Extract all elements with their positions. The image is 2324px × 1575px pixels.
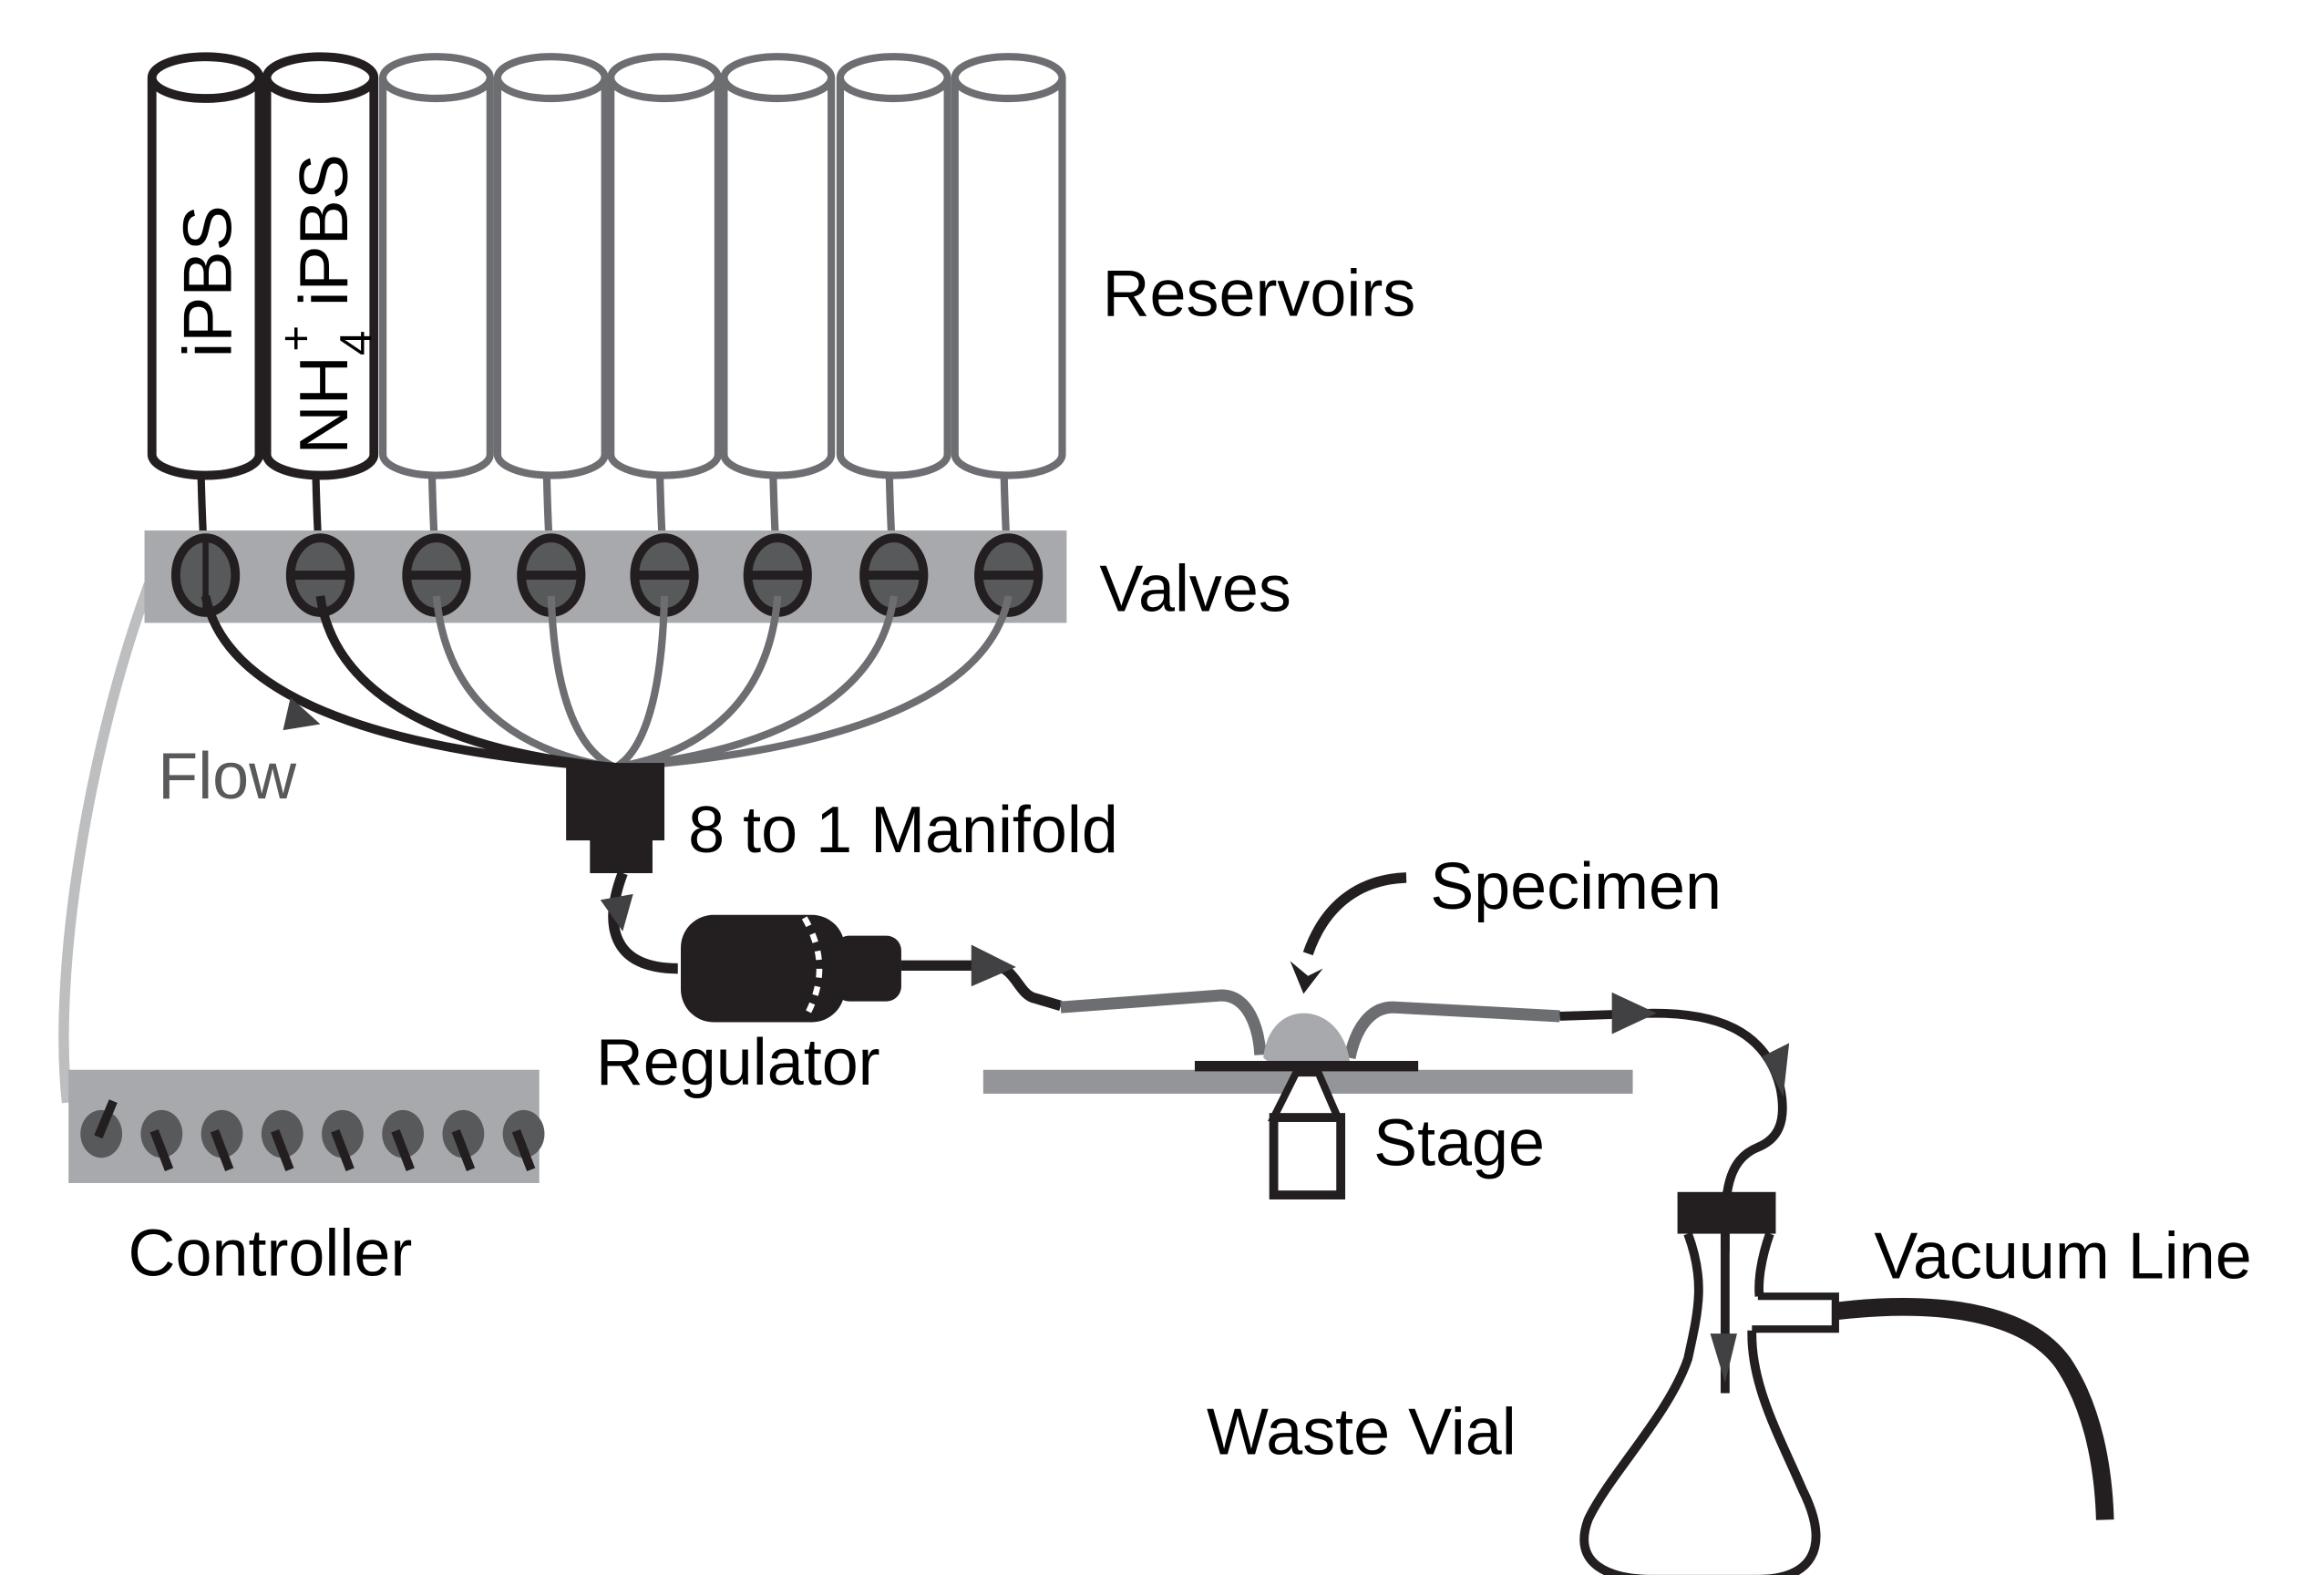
outflow-tube-black: [1559, 1008, 1787, 1252]
valves-group: [170, 533, 1044, 617]
reservoir-4: [493, 53, 609, 574]
manifold-to-regulator-tube: [608, 870, 678, 974]
label-vacuum-line: Vacuum Line: [1874, 1220, 2251, 1293]
toggle-lever-icon: [149, 1129, 174, 1172]
coverslip: [1194, 1060, 1419, 1072]
reservoir-5: [607, 53, 722, 574]
flow-arrow-icon: [1611, 992, 1657, 1035]
toggle-lever-icon: [94, 1099, 118, 1139]
specimen-pointer-arrow-icon: [1302, 872, 1407, 956]
valve-line-5: [612, 595, 669, 771]
flow-arrow-icon: [1762, 1043, 1790, 1097]
reservoir-3: [379, 53, 494, 574]
flow-arrow-icon: [283, 697, 321, 731]
label-valves: Valves: [1099, 552, 1291, 625]
label-specimen: Specimen: [1430, 850, 1722, 923]
controller-wire: [58, 582, 154, 1104]
toggle-lever-icon: [271, 1129, 294, 1172]
controller-switch-3[interactable]: [201, 1109, 243, 1172]
label-flow: Flow: [158, 740, 297, 813]
manifold: [566, 763, 665, 873]
waste-vial: [1579, 1191, 1839, 1575]
vacuum-line: [1834, 1298, 2114, 1520]
label-manifold: 8 to 1 Manifold: [688, 794, 1118, 867]
reservoir-6: [720, 53, 836, 574]
valve-line-4: [547, 595, 617, 771]
flow-arrow-icon: [600, 893, 633, 932]
reservoir-7: [836, 53, 951, 574]
reservoir-1-label: iPBS: [169, 205, 245, 357]
controller-switch-5[interactable]: [322, 1109, 364, 1172]
reservoirs-group: iPBS NH4+ iPBS: [147, 52, 1066, 574]
valve-panel: [144, 530, 1067, 623]
regulator: [681, 914, 901, 1023]
controller-switch-7[interactable]: [442, 1109, 485, 1172]
toggle-lever-icon: [210, 1129, 234, 1172]
arrowhead-icon: [1290, 961, 1323, 994]
valve-line-6: [614, 595, 782, 771]
valve-4[interactable]: [517, 533, 586, 617]
label-reservoirs: Reservoirs: [1103, 258, 1416, 331]
controller-switch-6[interactable]: [382, 1109, 425, 1172]
label-regulator: Regulator: [596, 1026, 880, 1099]
label-waste-vial: Waste Vial: [1207, 1395, 1517, 1468]
valve-8[interactable]: [974, 533, 1044, 617]
specimen: [1263, 1013, 1350, 1063]
controller-switch-1[interactable]: [80, 1099, 123, 1158]
valve-2[interactable]: [285, 533, 355, 617]
controller-switch-2[interactable]: [140, 1109, 183, 1172]
valve-line-1: [201, 594, 616, 772]
label-controller: Controller: [129, 1217, 413, 1290]
toggle-lever-icon: [511, 1129, 536, 1172]
objective: [1267, 1068, 1346, 1199]
flow-arrow-icon: [971, 944, 1016, 987]
inflow-tube: [1060, 989, 1267, 1055]
label-stage: Stage: [1373, 1107, 1545, 1179]
toggle-lever-icon: [451, 1129, 476, 1172]
valve-line-8: [614, 595, 1013, 772]
reservoir-2: [262, 52, 379, 574]
valve-1[interactable]: [170, 533, 241, 617]
valve-5[interactable]: [630, 533, 699, 617]
toggle-lever-icon: [331, 1129, 355, 1172]
outflow-tube: [1343, 1001, 1560, 1060]
flow-arrow-icon: [1710, 1333, 1737, 1384]
toggle-lever-icon: [391, 1129, 415, 1172]
valve-line-2: [315, 595, 616, 772]
controller-switch-8[interactable]: [502, 1109, 545, 1172]
reservoir-2-label: NH4+ iPBS: [273, 154, 381, 455]
controller-switch-4[interactable]: [261, 1109, 303, 1172]
reservoir-8: [951, 53, 1066, 574]
controller-switches: [80, 1099, 545, 1172]
manifold-lines: [201, 594, 1013, 772]
